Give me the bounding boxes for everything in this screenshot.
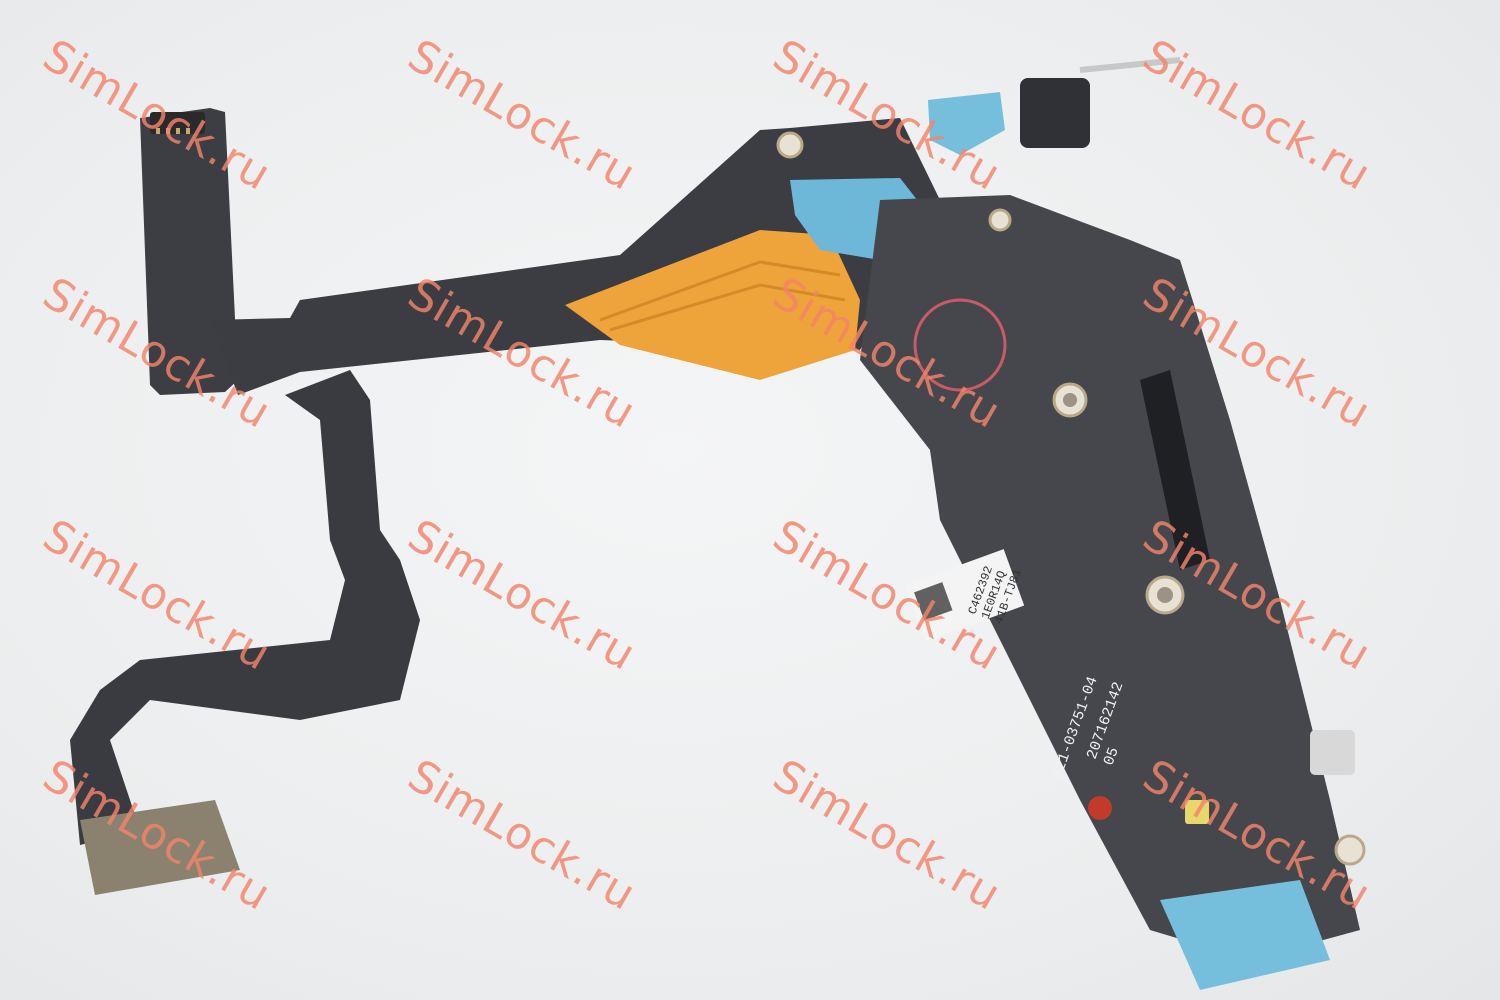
svg-text:05: 05 bbox=[1101, 745, 1123, 768]
bracket bbox=[1310, 730, 1355, 775]
barcode-sticker bbox=[905, 549, 1025, 642]
antenna-bracket bbox=[1020, 78, 1090, 148]
board-connector bbox=[150, 112, 205, 134]
tail-stiffener bbox=[80, 800, 240, 895]
